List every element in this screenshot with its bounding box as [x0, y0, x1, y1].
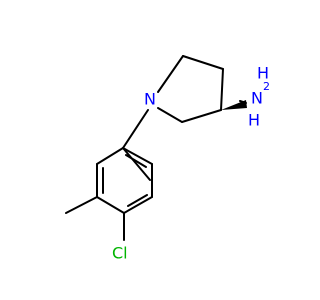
bond-c5-ringN: [157, 107, 183, 123]
bond-ar3-ar4: [96, 196, 125, 214]
molecule-structure: N H N H 2 Cl: [65, 55, 270, 263]
wedge-bond-amine: [221, 100, 247, 110]
ring-nitrogen-label: N: [144, 90, 156, 109]
bond-ar1-ar2: [96, 147, 124, 165]
bond-ch2-benzene: [122, 147, 151, 181]
bond-ar4-ar5: [123, 196, 153, 214]
amine-hydrogen-bottom-label: H: [248, 111, 260, 130]
amine-nitrogen-label: N: [251, 89, 263, 108]
bond-c3-c4: [220, 68, 224, 111]
amine-hydrogen-top-label: H: [257, 64, 269, 83]
bond-ringN-ch2: [122, 109, 149, 149]
amine-subscript-label: 2: [263, 80, 270, 93]
bond-methyl: [65, 196, 98, 214]
bond-ar6-ar1: [122, 147, 153, 165]
bond-wedge-tip: [239, 100, 247, 104]
molecule-canvas: N H N H 2 Cl: [65, 55, 270, 263]
bond-aromatic-inner-2: [127, 194, 148, 207]
bond-aromatic-inner-3: [125, 154, 147, 168]
bond-c2-c3: [182, 55, 224, 70]
bond-c4-c5: [181, 109, 222, 123]
bond-ringN-c2: [157, 55, 184, 93]
chlorine-label: Cl: [112, 244, 128, 263]
